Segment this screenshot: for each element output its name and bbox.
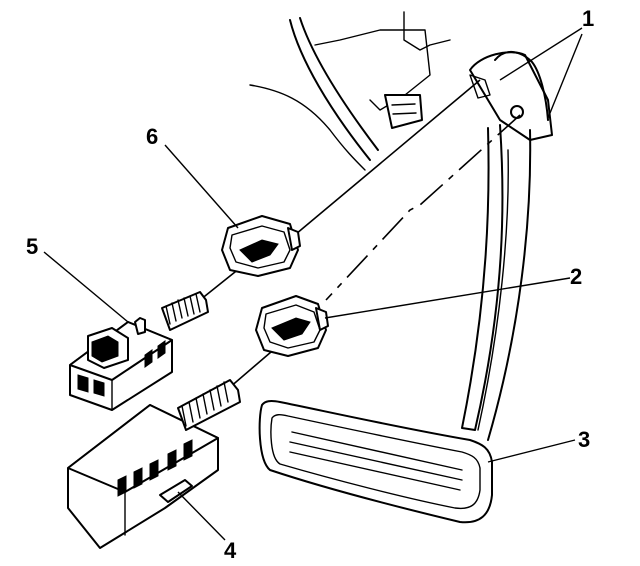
retainer-lower	[255, 295, 329, 357]
leader-5	[43, 251, 129, 323]
callout-6: 6	[146, 124, 158, 149]
retainer-upper	[221, 215, 301, 277]
leader-6	[164, 144, 239, 229]
pedal-arm	[461, 124, 532, 441]
pedal-bracket	[469, 51, 553, 141]
leader-3	[487, 439, 576, 463]
callout-5: 5	[26, 234, 38, 259]
callout-4: 4	[224, 538, 237, 563]
upper-axis-line	[295, 79, 481, 235]
leader-1	[499, 27, 583, 81]
leader-lines	[43, 27, 583, 541]
lower-axis-line	[325, 114, 521, 301]
pedal-pad	[258, 400, 493, 524]
switch-upper	[69, 291, 209, 411]
leader-2	[324, 277, 571, 319]
leader-4	[177, 491, 226, 541]
callout-2: 2	[570, 264, 582, 289]
callout-1: 1	[582, 6, 594, 31]
callout-3: 3	[578, 427, 590, 452]
switch-lower	[67, 379, 241, 549]
leader-1b	[547, 33, 583, 119]
dash-structure	[249, 11, 451, 171]
